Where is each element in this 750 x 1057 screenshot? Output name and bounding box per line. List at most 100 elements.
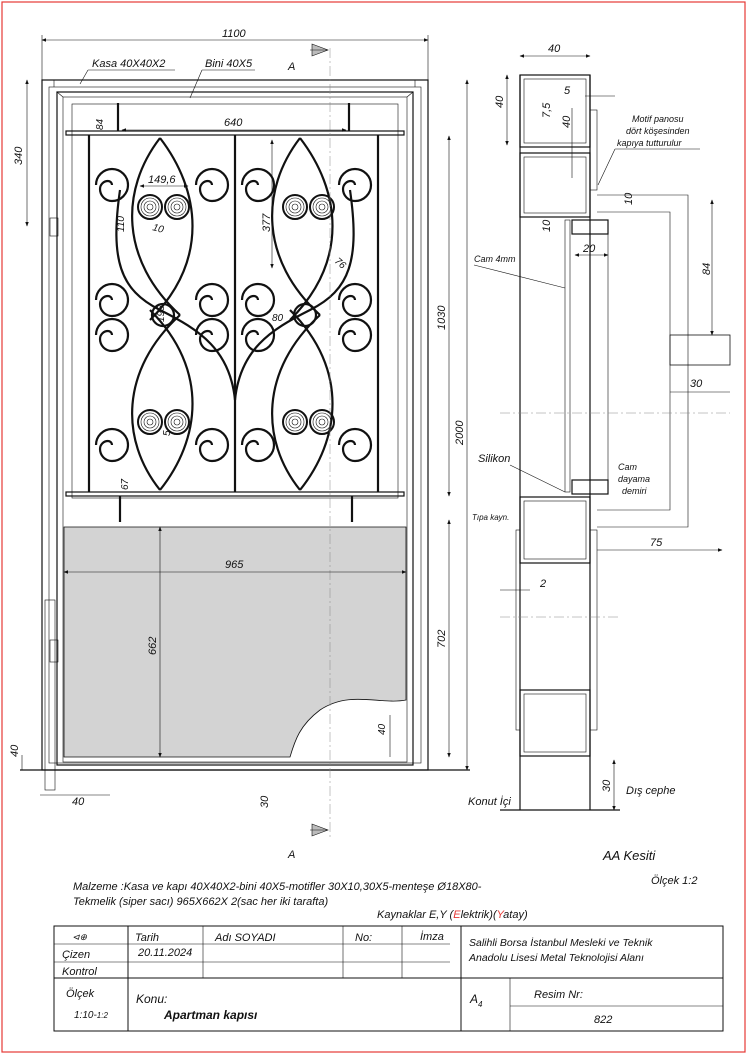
no-label-text: No: [355, 932, 372, 944]
outside-text: Dış cephe [626, 785, 676, 797]
d5-text: 5 [564, 85, 571, 97]
hinge-top [49, 217, 59, 237]
scale-value-text: 1:10- [74, 1010, 97, 1021]
line-mark [509, 464, 566, 493]
scroll-small-text: 5 [162, 430, 173, 436]
bini-label: Bini 40X5 [205, 58, 253, 70]
glass [564, 219, 571, 493]
rect-mark [589, 109, 598, 191]
panel-height-text: 702 [436, 630, 448, 648]
path-mark [271, 137, 334, 321]
school-2-text: Anadolu Lisesi Metal Teknolojisi Alanı [468, 952, 644, 964]
d30-text: 30 [690, 378, 703, 390]
w40-text: 40 [548, 43, 561, 55]
dim-width: 1100 [222, 28, 247, 40]
stop-3-text: demiri [622, 486, 648, 496]
panel-h-text: 662 [147, 637, 159, 655]
use-mark [337, 427, 373, 463]
glass-text: Cam 4mm [474, 254, 516, 264]
rect-mark [48, 86, 422, 764]
school-1-text: Salihli Borsa İstanbul Mesleki ve Teknik [469, 937, 653, 949]
checked-text: Kontrol [62, 966, 97, 978]
bottom-bar [65, 491, 405, 497]
rect-mark [523, 693, 587, 753]
path-mark [233, 189, 355, 401]
stop-2-text: dayama [618, 474, 650, 484]
rect-mark [71, 103, 399, 499]
rect-mark [523, 156, 587, 214]
text-mark: A4 [469, 992, 483, 1009]
hinge-bottom [49, 639, 59, 663]
use-mark [240, 167, 276, 203]
h40-text: 40 [494, 95, 506, 108]
path-mark [115, 189, 237, 401]
stop-1-text: Cam [618, 462, 638, 472]
panel-width-text: 965 [225, 559, 244, 571]
material-line-2: Tekmelik (siper sacı) 965X662X 2(sac her… [73, 896, 328, 908]
path-mark [271, 309, 334, 491]
path-mark [131, 309, 194, 491]
d75a-text: 7,5 [541, 102, 553, 118]
weld-e-rest-text: lektrik)( [461, 909, 498, 921]
paper-sub-text: 4 [478, 1000, 483, 1009]
d84-text: 84 [701, 263, 713, 275]
path-mark [131, 137, 194, 321]
kick-plate [63, 526, 407, 758]
subject-value: Apartman kapısı [163, 1008, 258, 1022]
rect-mark [62, 96, 408, 763]
use-mark [194, 427, 230, 463]
grille-height-text: 1030 [436, 305, 448, 330]
section-view: 40 40 5 7,5 40 10 10 20 84 30 75 2 30 Mo… [468, 43, 731, 887]
d2-text: 2 [539, 578, 546, 590]
motif-note-1-text: Motif panosu [632, 114, 684, 124]
ground-text: 30 [259, 795, 271, 808]
section-title: AA Kesiti [602, 848, 656, 863]
rect-mark [669, 334, 731, 366]
panel-corner-text: 40 [377, 723, 388, 735]
plug-weld-text: Tıpa kayn. [472, 513, 509, 522]
d20-text: 20 [582, 243, 596, 255]
use-mark [337, 167, 373, 203]
height-text: 2000 [454, 420, 466, 446]
section-marker-top: A [287, 61, 295, 73]
use-mark [194, 282, 230, 318]
use-mark [240, 282, 276, 318]
line-mark [189, 69, 203, 99]
top-bar [65, 130, 405, 136]
subject-label-text: Konu: [136, 992, 167, 1006]
title-block: ⊲⊕ Tarih Adı SOYADI No: İmza Çizen 20.11… [53, 925, 724, 1032]
motif-height-text: 377 [261, 213, 273, 232]
use-mark [337, 317, 373, 353]
weld-y-rest-text: atay) [503, 909, 528, 921]
use-mark [164, 409, 190, 435]
scale-small-text: 1:2 [97, 1011, 109, 1020]
frame-profile-top [519, 74, 591, 148]
frame-bottom-text: 40 [9, 744, 21, 757]
line-mark [597, 148, 616, 186]
motif-scroll-text: 110 [116, 216, 127, 232]
line-mark [473, 264, 566, 289]
notes: Malzeme :Kasa ve kapı 40X40X2-bini 40X5-… [73, 881, 528, 921]
scale-text: Ölçek 1:2 [651, 875, 697, 887]
use-mark [194, 167, 230, 203]
date-value: 20.11.2024 [137, 947, 192, 959]
weld-e-text: E [453, 909, 461, 921]
line-mark [79, 69, 89, 85]
use-mark [94, 167, 130, 203]
silicone-text: Silikon [478, 453, 510, 465]
rect-mark [571, 219, 609, 235]
motif-note-2-text: dört köşesinden [626, 126, 690, 136]
d10b-text: 10 [541, 219, 553, 232]
rect-mark [523, 500, 587, 560]
frame-label: Kasa 40X40X2 [92, 58, 165, 70]
weld-y-text: Y [497, 909, 505, 921]
material-line-1: Malzeme :Kasa ve kapı 40X40X2-bini 40X5-… [73, 881, 482, 893]
line-mark [406, 91, 414, 98]
ring-text: 80 [272, 313, 284, 324]
d40b-text: 40 [561, 115, 573, 128]
line-mark [56, 91, 64, 98]
d30b-text: 30 [601, 779, 613, 792]
bar-bottom-text: 67 [120, 478, 131, 490]
